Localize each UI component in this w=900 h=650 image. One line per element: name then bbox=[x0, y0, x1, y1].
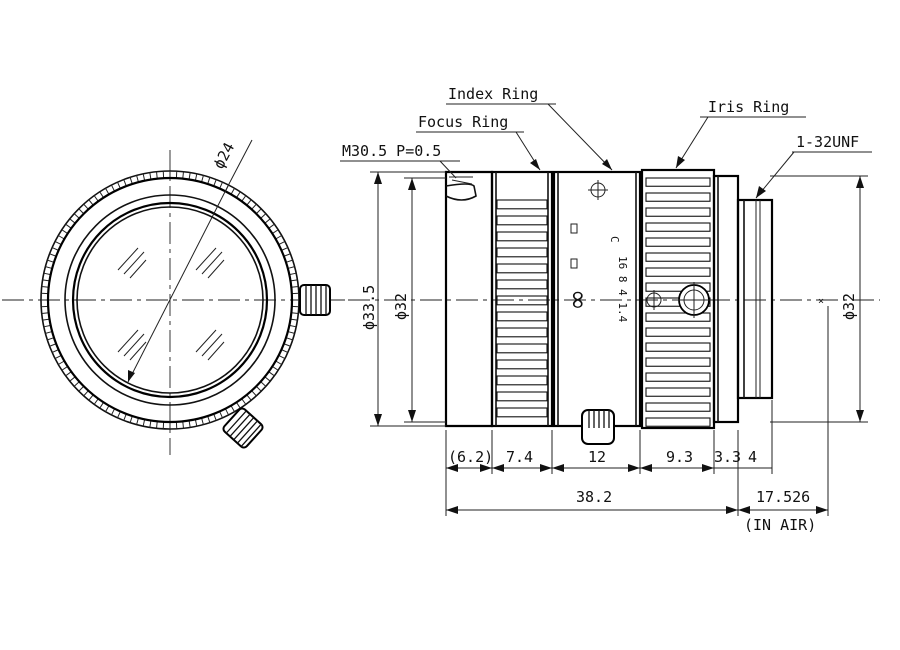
diameter-dimension-inner: ϕ32 bbox=[392, 177, 446, 423]
index-ring-body: ∞ C 16 8 4 1.4 bbox=[552, 170, 642, 428]
diameter-dimension-rear: ϕ32 bbox=[770, 175, 868, 423]
callout-focus-ring: Focus Ring bbox=[416, 113, 541, 171]
iris-ring-label: Iris Ring bbox=[708, 98, 789, 116]
focus-ring-knurling bbox=[496, 199, 548, 418]
dim-rear-barrel-length: 3.3 bbox=[714, 448, 741, 466]
iris-scale-numbers: 16 8 4 1.4 bbox=[616, 256, 629, 323]
svg-text:×: × bbox=[818, 296, 824, 307]
glass-reflection-marks bbox=[117, 247, 225, 361]
front-glass-inner bbox=[76, 206, 264, 394]
length-dimension-lines bbox=[445, 306, 829, 516]
iris-c-letter: C bbox=[608, 236, 621, 243]
index-ring-label: Index Ring bbox=[448, 85, 538, 103]
front-glass-outer bbox=[71, 201, 269, 399]
infinity-focus-mark: ∞ bbox=[563, 289, 593, 311]
callout-index-ring: Index Ring bbox=[446, 85, 613, 171]
callout-iris-ring: Iris Ring bbox=[675, 98, 806, 169]
dim-total-length: 38.2 bbox=[576, 488, 612, 506]
rear-barrel bbox=[712, 174, 740, 424]
front-knurl-teeth bbox=[41, 171, 299, 429]
inner-diameter-label: ϕ32 bbox=[392, 293, 410, 320]
dim-focus-ring-length: 7.4 bbox=[506, 448, 533, 466]
diameter-dimension-outer: ϕ33.5 bbox=[360, 171, 446, 427]
focus-lock-screw-side bbox=[581, 409, 615, 445]
iris-ring-knurling bbox=[645, 177, 711, 427]
mount-unf-label: 1-32UNF bbox=[796, 133, 859, 151]
front-diameter-label: ϕ24 bbox=[210, 140, 239, 172]
focus-ring-body bbox=[490, 170, 554, 428]
dim-filter-length: (6.2) bbox=[448, 448, 493, 466]
svg-text:∞: ∞ bbox=[563, 289, 593, 311]
focus-ring-label: Focus Ring bbox=[418, 113, 508, 131]
dim-index-ring-length: 12 bbox=[588, 448, 606, 466]
rear-diameter-label: ϕ32 bbox=[840, 293, 858, 320]
iris-lock-screw-lower bbox=[222, 407, 264, 449]
front-retainer-ring bbox=[64, 194, 276, 406]
front-barrel bbox=[444, 170, 494, 428]
iris-ring-body bbox=[640, 168, 716, 430]
iris-lock-screw-side bbox=[676, 282, 712, 318]
dim-mount-length: 4 bbox=[748, 448, 757, 466]
length-dimension-arrows bbox=[446, 464, 828, 514]
outer-diameter-label: ϕ33.5 bbox=[360, 285, 378, 330]
dim-flange-back: 17.526 bbox=[756, 488, 810, 506]
dim-flange-back-note: (IN AIR) bbox=[744, 516, 816, 534]
front-ring-inner-edge bbox=[46, 176, 294, 424]
dim-iris-ring-length: 9.3 bbox=[666, 448, 693, 466]
focus-lock-screw-right bbox=[299, 284, 331, 316]
side-view: ∞ C 16 8 4 1.4 bbox=[340, 85, 880, 534]
front-view: ϕ24 bbox=[2, 140, 345, 455]
c-mount-thread: × bbox=[736, 198, 824, 400]
callout-filter-thread: M30.5 P=0.5 bbox=[340, 142, 460, 179]
filter-thread-label: M30.5 P=0.5 bbox=[342, 142, 441, 160]
callout-mount-unf: 1-32UNF bbox=[755, 133, 872, 199]
